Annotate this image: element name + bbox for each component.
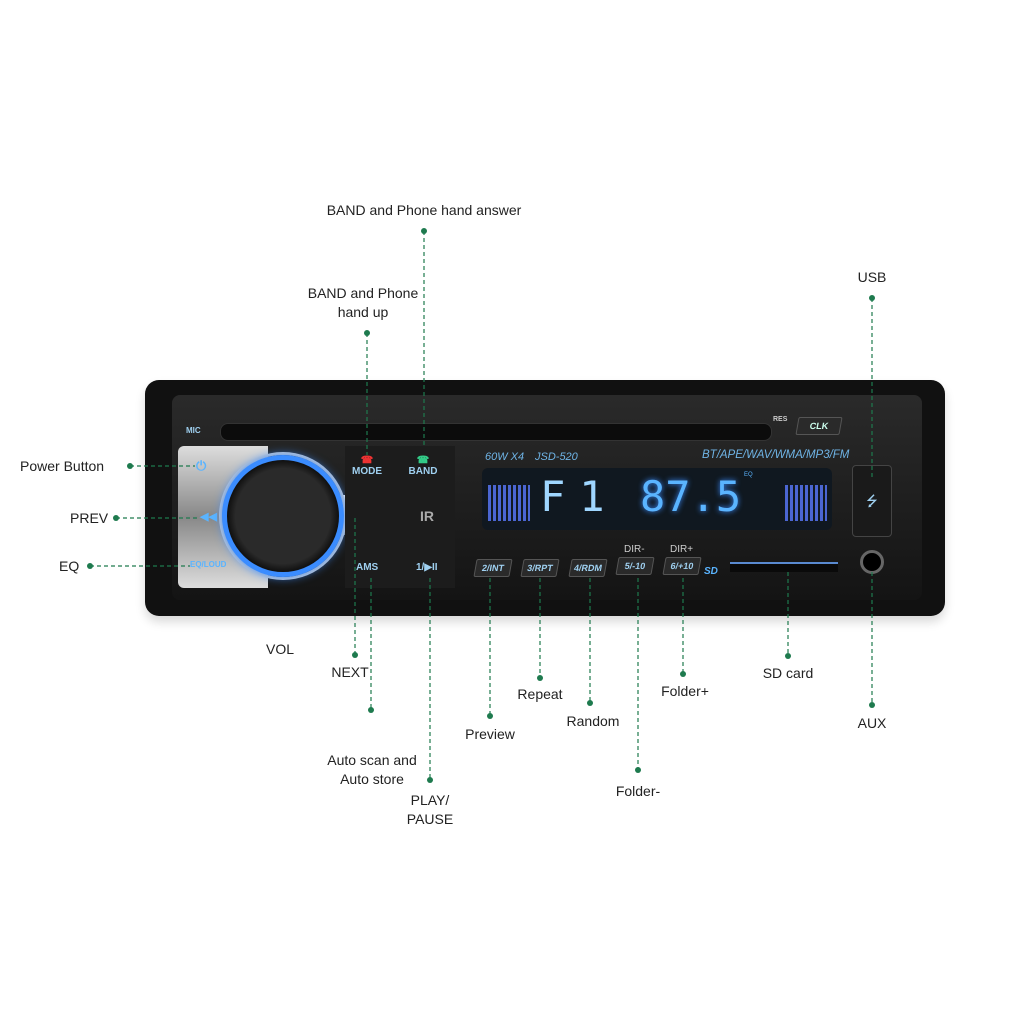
label-play-line2: PAUSE	[406, 811, 454, 827]
lcd-band: F1	[540, 472, 619, 521]
formats-label: BT/APE/WAV/WMA/MP3/FM	[702, 449, 850, 461]
mode-button[interactable]: ☎MODE	[352, 455, 382, 477]
eq-loud-button[interactable]: EQ/LOUD	[190, 560, 227, 569]
label-preview: Preview	[465, 726, 515, 742]
dot-ams	[368, 707, 374, 713]
label-folder-plus: Folder+	[661, 683, 709, 699]
label-band-hangup-line2: hand up	[337, 304, 389, 320]
label-next: NEXT	[331, 664, 369, 680]
label-usb: USB	[857, 269, 887, 285]
cd-slot	[220, 423, 772, 441]
dot-sd	[785, 653, 791, 659]
band-button[interactable]: ☎BAND	[408, 455, 438, 477]
usb-icon: ⭍	[866, 493, 878, 509]
label-random: Random	[566, 713, 620, 729]
dot-power	[127, 463, 133, 469]
label-vol: VOL	[265, 641, 295, 657]
label-play-pause: PLAY/PAUSE	[407, 791, 453, 829]
ir-receiver: IR	[420, 508, 434, 524]
label-ams-line2: Auto store	[340, 771, 404, 787]
dot-random	[587, 700, 593, 706]
mic-label: MIC	[186, 426, 201, 435]
dot-play	[427, 777, 433, 783]
label-sd-card: SD card	[762, 665, 814, 681]
dot-aux	[869, 702, 875, 708]
sd-card-slot[interactable]	[730, 562, 838, 572]
lcd-eq: EQ	[744, 472, 753, 478]
label-folder-minus: Folder-	[615, 783, 661, 799]
dot-repeat	[537, 675, 543, 681]
label-prev: PREV	[70, 510, 109, 526]
label-eq: EQ	[59, 558, 80, 574]
prev-button[interactable]: ◀◀	[200, 511, 217, 523]
label-ams-line1: Auto scan and	[327, 752, 417, 768]
sd-logo: SD	[704, 566, 718, 577]
lcd-frequency: 87.5	[640, 472, 742, 521]
dir-plus-label: DIR+	[670, 544, 694, 555]
dot-folder-minus	[635, 767, 641, 773]
mode-label: MODE	[352, 466, 382, 477]
dot-usb	[869, 295, 875, 301]
dot-folder-plus	[680, 671, 686, 677]
dot-band-hangup	[364, 330, 370, 336]
hangup-icon: ☎	[360, 455, 374, 466]
dot-prev	[113, 515, 119, 521]
dot-band-answer	[421, 228, 427, 234]
dir-minus-label: DIR-	[624, 544, 645, 555]
label-aux: AUX	[857, 715, 887, 731]
button-panel	[345, 446, 455, 588]
label-band-hangup-line1: BAND and Phone	[307, 285, 419, 301]
power-button[interactable]: ⏻	[196, 458, 207, 473]
ams-button[interactable]: AMS	[356, 562, 379, 573]
play-pause-button[interactable]: 1/▶II	[416, 562, 438, 573]
volume-knob[interactable]	[222, 455, 344, 577]
dot-preview	[487, 713, 493, 719]
model-name: JSD-520	[535, 451, 578, 463]
power-rating: 60W X4	[485, 451, 525, 463]
label-band-hangup: BAND and Phone hand up	[308, 284, 419, 322]
res-label[interactable]: RES	[773, 416, 788, 423]
label-power: Power Button	[20, 458, 105, 474]
band-label: BAND	[408, 466, 438, 477]
lcd-display	[482, 468, 832, 530]
dot-next	[352, 652, 358, 658]
spectrum-right	[785, 485, 827, 521]
label-repeat: Repeat	[517, 686, 563, 702]
label-play-line1: PLAY/	[410, 792, 450, 808]
dot-eq	[87, 563, 93, 569]
answer-icon: ☎	[416, 455, 430, 466]
spectrum-left	[488, 485, 530, 521]
label-band-answer: BAND and Phone hand answer	[326, 202, 522, 218]
